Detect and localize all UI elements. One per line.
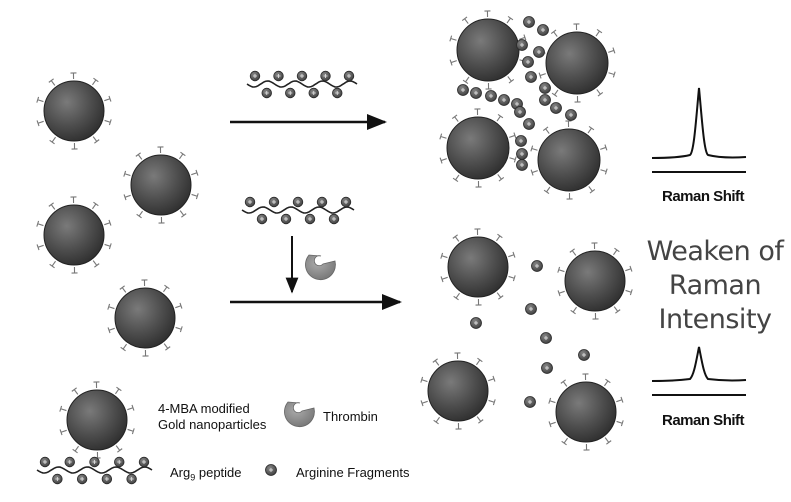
legend-peptide-sub: 9 [190, 472, 196, 483]
raman-spectrum-strong [651, 87, 747, 173]
arginine-fragment-icon [268, 196, 280, 208]
arginine-fragment-icon [539, 94, 551, 106]
arginine-fragment-icon [516, 39, 528, 51]
arginine-fragment-icon [249, 70, 261, 82]
raman-shift-label-top: Raman Shift [662, 188, 745, 205]
gold-nanoparticle-icon [530, 120, 608, 200]
weaken-caption: Weaken of Raman Intensity [645, 235, 785, 337]
gold-nanoparticle-icon [36, 196, 112, 274]
arginine-fragment-icon [340, 196, 352, 208]
arginine-fragment-icon [578, 349, 590, 361]
reaction-arrows [230, 114, 402, 310]
arginine-fragment-icon [565, 109, 577, 121]
arginine-fragment-icon [296, 70, 308, 82]
arginine-fragment-icon [525, 71, 537, 83]
arginine-fragment-icon [485, 90, 497, 102]
arginine-fragment-icon [470, 317, 482, 329]
arginine-fragment-icon [316, 196, 328, 208]
gold-nanoparticle-icon [557, 242, 633, 320]
arginine-fragment-icon [320, 70, 331, 82]
arg9-peptide-icon [241, 196, 355, 225]
arginine-fragment-icon [292, 196, 304, 208]
arginine-fragment-icon [328, 213, 340, 225]
arg9-peptide-icon [36, 456, 153, 485]
legend-gold-line2: Gold nanoparticles [158, 417, 267, 432]
arginine-fragment-icon [514, 106, 526, 118]
gold-nanoparticle-icon [538, 23, 616, 103]
legend-peptide-base: Arg [170, 465, 191, 480]
arginine-fragment-icon [515, 135, 527, 147]
arginine-fragment-icon [265, 464, 277, 476]
gold-nanoparticle-icon [439, 108, 517, 188]
gold-nanoparticle-icon [420, 352, 496, 430]
arginine-fragment-icon [52, 473, 63, 485]
arginine-fragment-icon [304, 213, 316, 225]
arginine-fragment-icon [76, 473, 88, 485]
arginine-fragment-icon [89, 456, 100, 468]
arginine-fragment-icon [550, 102, 562, 114]
legend-gold-nanoparticles: 4-MBA modified Gold nanoparticles [158, 401, 266, 433]
arginine-fragment-icon [126, 473, 137, 485]
arginine-fragment-icon [523, 16, 535, 28]
gold-nanoparticle-icon [548, 373, 624, 451]
arginine-fragment-icon [285, 87, 296, 99]
peptides [36, 70, 358, 485]
gold-nanoparticle-icon [123, 146, 199, 224]
arginine-fragment-icon [498, 94, 510, 106]
arginine-fragment-icon [244, 196, 256, 208]
legend-gold-line1: 4-MBA modified [158, 401, 250, 416]
arginine-fragment-icon [101, 473, 113, 485]
raman-spectrum-weak [651, 346, 747, 396]
legend-peptide: Arg9 peptide [170, 465, 242, 486]
arginine-fragment-icon [64, 456, 75, 468]
arginine-fragments [265, 16, 590, 476]
thrombin-icon [305, 254, 336, 281]
arginine-fragment-icon [114, 456, 125, 468]
legend-arginine-fragments: Arginine Fragments [296, 465, 410, 480]
weaken-caption-line1: Weaken of [646, 236, 784, 267]
arginine-fragment-icon [470, 87, 482, 99]
gold-nanoparticle-icon [440, 228, 516, 306]
arginine-fragment-icon [537, 24, 549, 36]
arginine-fragment-icon [332, 87, 343, 99]
arginine-fragment-icon [533, 46, 545, 58]
arginine-fragment-icon [524, 396, 536, 408]
arginine-fragment-icon [457, 84, 469, 96]
arginine-fragment-icon [138, 456, 150, 468]
gold-nanoparticle-icon [107, 279, 183, 357]
weaken-caption-line2: Raman Intensity [658, 270, 772, 335]
arginine-fragment-icon [540, 332, 552, 344]
arginine-fragment-icon [261, 87, 272, 99]
arginine-fragment-icon [539, 82, 551, 94]
arg9-peptide-icon [246, 70, 358, 99]
arginine-fragment-icon [516, 159, 528, 171]
arginine-fragment-icon [522, 56, 534, 68]
arginine-fragment-icon [531, 260, 543, 272]
nanoparticles [36, 10, 633, 459]
gold-nanoparticle-icon [449, 10, 527, 90]
arginine-fragment-icon [280, 213, 292, 225]
legend-peptide-rest: peptide [195, 465, 242, 480]
arginine-fragment-icon [516, 148, 528, 160]
raman-shift-label-bottom: Raman Shift [662, 412, 745, 429]
arginine-fragment-icon [308, 87, 319, 99]
legend-thrombin: Thrombin [323, 409, 378, 424]
arginine-fragment-icon [256, 213, 268, 225]
arginine-fragment-icon [39, 456, 51, 468]
gold-nanoparticle-icon [36, 72, 112, 150]
thrombin-legend-icon [284, 401, 315, 428]
arginine-fragment-icon [523, 118, 535, 130]
arginine-fragment-icon [343, 70, 355, 82]
arginine-fragment-icon [273, 70, 284, 82]
arginine-fragment-icon [525, 303, 537, 315]
gold-nanoparticle-icon [59, 381, 135, 459]
arginine-fragment-icon [541, 362, 553, 374]
